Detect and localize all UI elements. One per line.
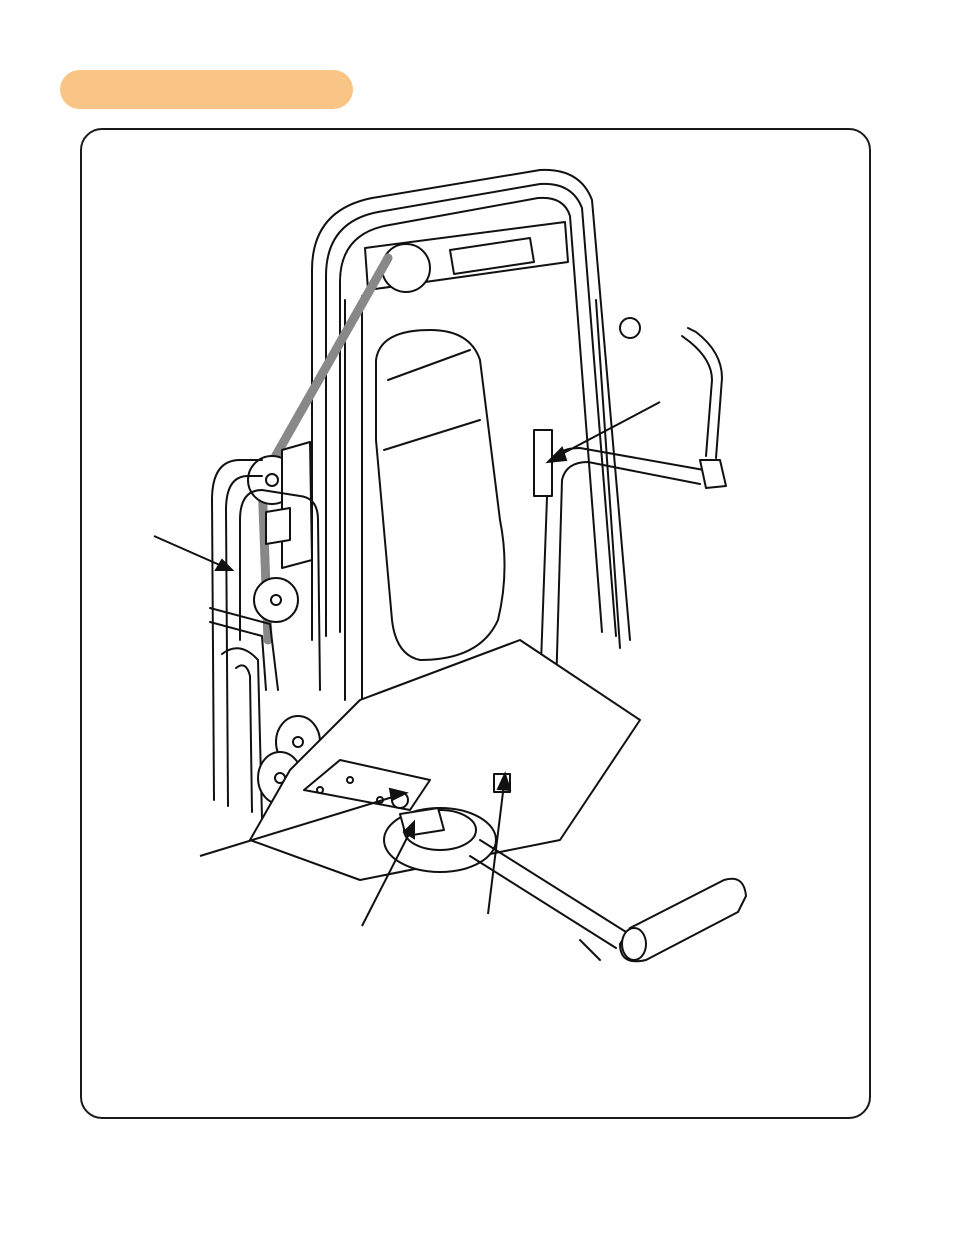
right-arm-lever — [539, 317, 727, 691]
back-pad — [375, 329, 506, 661]
left-guard — [211, 459, 321, 807]
callout-upper-right — [545, 401, 661, 464]
upper-pulley — [381, 243, 431, 293]
label-plate — [533, 429, 553, 497]
pulley-housing — [247, 441, 313, 623]
left-arm-handle — [209, 607, 279, 819]
callout-bottom-center — [361, 819, 415, 927]
foot-bar — [469, 839, 747, 963]
callout-bottom-right — [487, 771, 512, 915]
callout-left — [153, 535, 235, 571]
machine-frame — [311, 168, 631, 701]
callout-lower-left — [199, 787, 409, 857]
top-beam — [364, 221, 569, 291]
figure-frame — [80, 128, 871, 1119]
section-tab — [60, 70, 353, 109]
